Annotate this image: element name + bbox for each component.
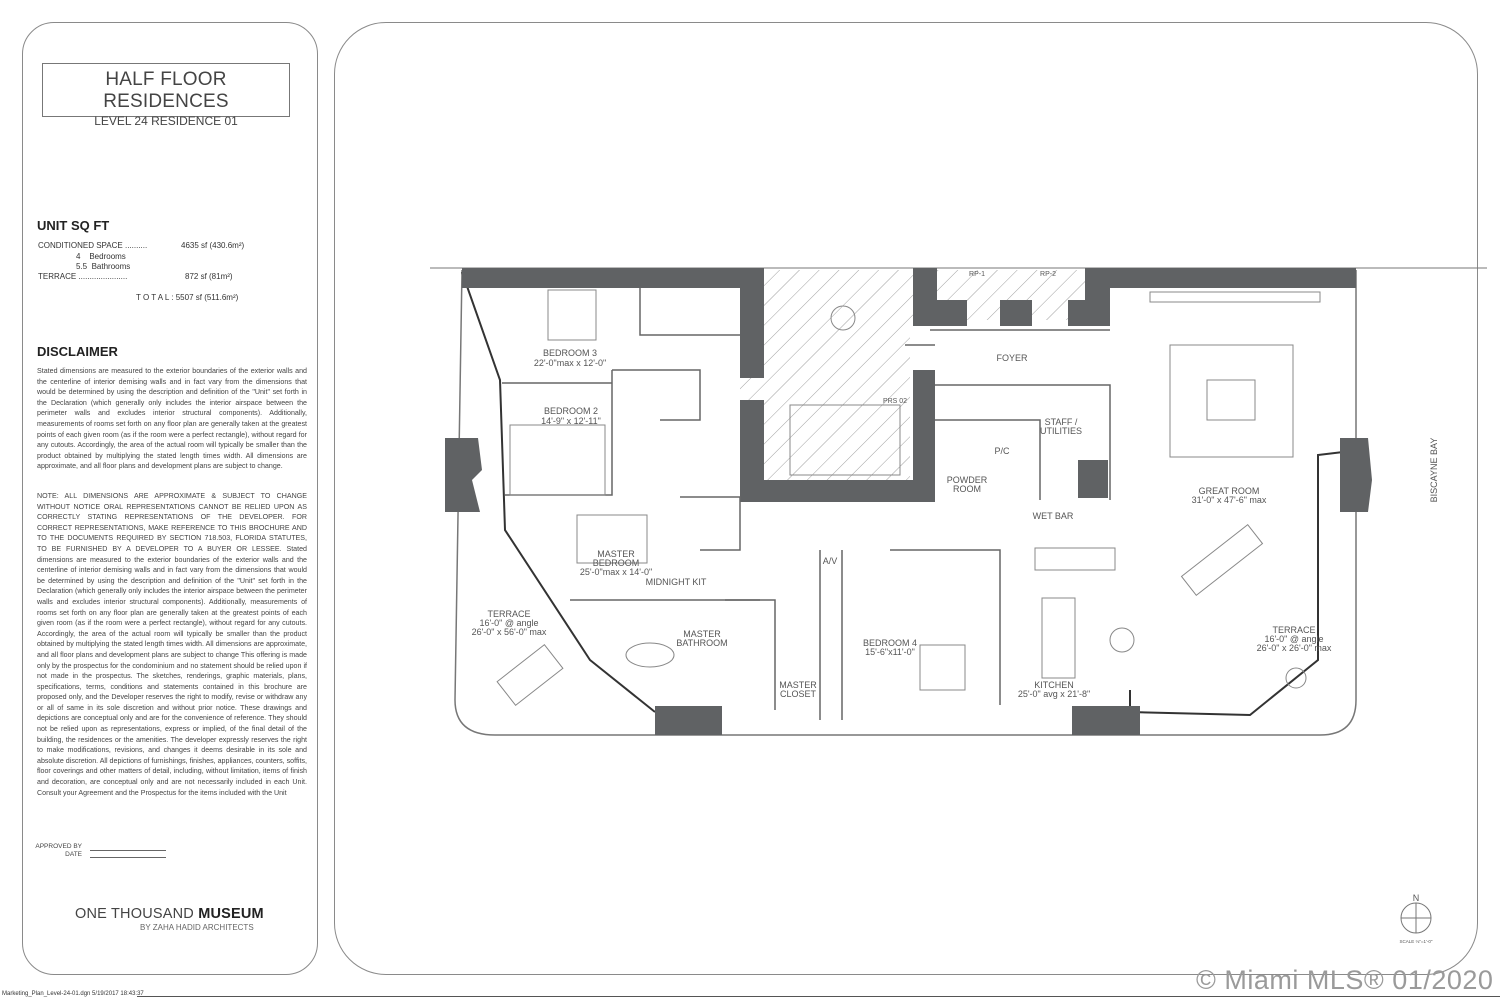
foyer-label: FOYER [996,353,1028,363]
terrace-west-dims-2: 26'-0" x 56'-0" max [472,627,547,637]
master-bedroom-dims: 25'-0"max x 14'-0" [580,567,652,577]
master-bedroom-label-1: MASTER [597,549,635,559]
coffee-table [1206,379,1256,421]
disclaimer-paragraph-1: Stated dimensions are measured to the ex… [37,367,307,471]
terrace-east-label: TERRACE [1272,625,1315,635]
terrace-east-dims-2: 26'-0" x 26'-0" max [1257,643,1332,653]
terrace-value: 872 sf (81m²) [185,272,233,281]
bathtub [625,642,675,668]
round-table [1109,627,1135,653]
rp1-label: RP-1 [969,271,985,278]
bedroom-4-dims: 15'-6"x11'-0" [865,647,915,657]
conditioned-value: 4635 sf (430.6m²) [181,241,245,250]
terrace-label: TERRACE ...................... [38,272,128,281]
terrace-west-dims-1: 16'-0" @ angle [479,618,538,628]
bedrooms-count: 4 Bedrooms [76,252,126,261]
bathrooms-count: 5.5 Bathrooms [76,262,131,271]
title-box: HALF FLOOR RESIDENCES LEVEL 24 RESIDENCE… [42,63,290,128]
info-panel [22,22,318,975]
master-bedroom-label-2: BEDROOM [593,558,640,568]
master-bathroom-label-2: BATHROOM [676,638,727,648]
bedroom-3-dims: 22'-0"max x 12'-0" [534,358,606,368]
structural-walls [445,268,1372,735]
av-label: A/V [823,556,838,566]
bed-2 [509,424,606,496]
north-arrow-icon [1400,902,1432,934]
bedroom-3-label: BEDROOM 3 [543,348,597,358]
built-in [1149,291,1321,303]
approved-by-label: APPROVED BY [35,843,82,850]
plan-subtitle: LEVEL 24 RESIDENCE 01 [94,114,238,128]
staff-label-2: UTILITIES [1040,426,1082,436]
mls-watermark: © Miami MLS® 01/2020 [1196,965,1494,995]
date-label: DATE [65,851,82,858]
terrace-west-label: TERRACE [487,609,530,619]
bed-3 [547,289,597,341]
total-sqft: T O T A L : 5507 sf (511.6m²) [136,293,239,302]
midnight-kit-label: MIDNIGHT KIT [646,577,707,587]
logo-byline: BY ZAHA HADID ARCHITECTS [140,923,254,932]
rp2-label: RP-2 [1040,271,1056,278]
date-line [90,857,166,858]
stair [789,404,901,476]
prs-label: PRS 02 [883,398,907,405]
biscayne-bay-label: BISCAYNE BAY [1429,438,1439,503]
logo: ONE THOUSAND MUSEUM [75,906,264,922]
kitchen-island [1041,597,1076,679]
great-room-dims: 31'-0" x 47'-6" max [1192,495,1267,505]
file-footer: Marketing_Plan_Level-24-01.dgn 5/19/2017… [2,991,144,997]
master-closet-label-1: MASTER [779,680,817,690]
bedroom-4-label: BEDROOM 4 [863,638,917,648]
master-bathroom-label-1: MASTER [683,629,721,639]
powder-room-label-1: POWDER [947,475,988,485]
staff-label-1: STAFF / [1045,417,1078,427]
scale-label: SCALE ⅛"=1'-0" [1400,939,1433,944]
logo-text-bold: MUSEUM [198,906,264,922]
kitchen-counter [1034,547,1116,571]
kitchen-label: KITCHEN [1034,680,1074,690]
bed-4 [919,644,966,691]
utility-circle [830,305,856,331]
core-hatch [740,270,910,500]
slab-outline [454,269,1357,736]
kitchen-dims: 25'-0" avg x 21'-8" [1018,689,1090,699]
living-rug [1169,344,1294,458]
terrace-east-dims-1: 16'-0" @ angle [1264,634,1323,644]
logo-text: ONE THOUSAND [75,906,199,922]
north-label: N [1413,893,1420,903]
bedroom-2-label: BEDROOM 2 [544,406,598,416]
furniture [496,289,1321,706]
footer-line [137,996,1500,997]
master-bed [576,514,648,564]
unit-sqft-heading: UNIT SQ FT [37,218,110,233]
bedroom-2-dims: 14'-9" x 12'-11" [541,416,601,426]
pc-label: P/C [994,446,1010,456]
plan-panel [334,22,1478,975]
disclaimer-paragraph-2: NOTE: ALL DIMENSIONS ARE APPROXIMATE & S… [37,492,307,797]
great-room-label: GREAT ROOM [1199,486,1260,496]
dining-table [1180,523,1264,597]
master-closet-label-2: CLOSET [780,689,817,699]
conditioned-label: CONDITIONED SPACE .......... [38,241,148,250]
approved-by-line [90,850,166,851]
disclaimer-heading: DISCLAIMER [37,344,118,359]
terrace-table [1285,667,1307,689]
terrace-loungers [496,644,564,706]
plan-title: HALF FLOOR RESIDENCES [103,69,229,112]
wet-bar-label: WET BAR [1033,511,1074,521]
interior-walls [502,288,1111,720]
powder-room-label-2: ROOM [953,484,981,494]
